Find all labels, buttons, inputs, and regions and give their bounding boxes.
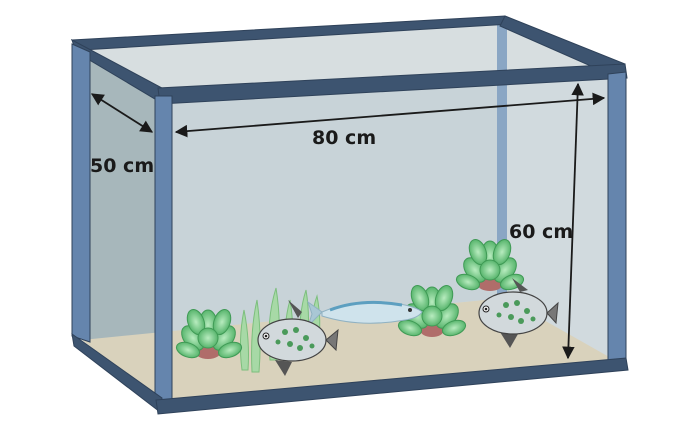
fish-icon [257,300,339,376]
plant-icon [175,308,243,359]
width-label: 50 cm [90,155,154,177]
frame-post-left-back [71,43,91,343]
mackerel-icon [307,300,423,327]
length-label: 80 cm [312,127,376,149]
height-label: 60 cm [509,221,573,243]
frame-post-front-left [154,95,173,407]
height-arrow [562,82,584,360]
dimension-arrows [90,82,606,360]
frame-bottom-front [155,357,629,415]
plant-icon [397,284,467,337]
back-right-post [497,24,507,300]
tank-contents [175,238,559,376]
length-arrow [174,92,606,138]
left-side-glass [82,48,162,402]
frame-post-front-right [607,71,627,365]
width-arrow [90,93,154,133]
fish-icon [478,278,559,348]
